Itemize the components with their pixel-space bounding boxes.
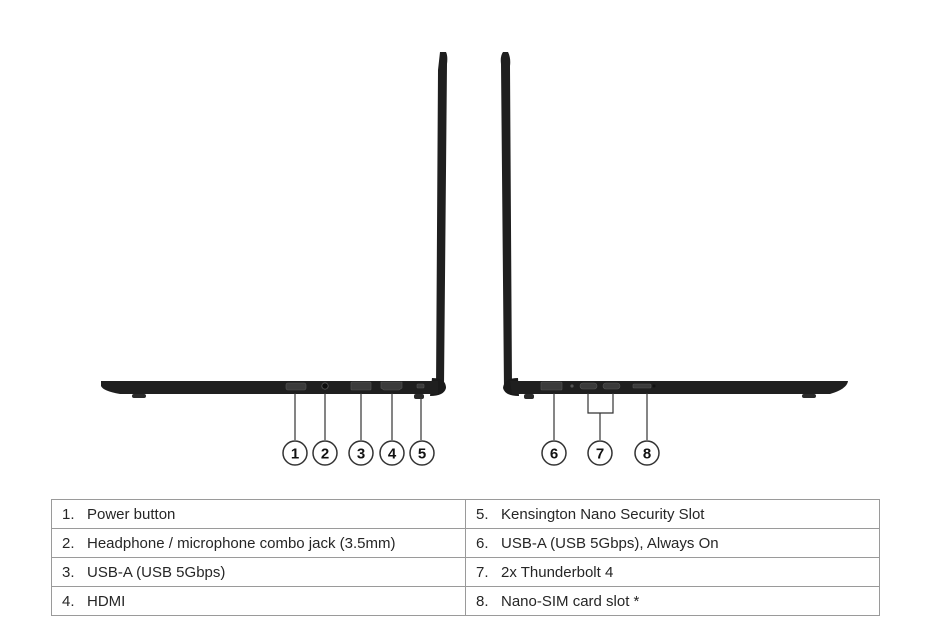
left-laptop-foot-front	[132, 394, 146, 398]
callout-badge-6: 6	[541, 440, 567, 466]
callout-badge-2: 2	[312, 440, 338, 466]
table-cell: 1. Power button	[51, 499, 466, 529]
table-cell: 7. 2x Thunderbolt 4	[465, 557, 880, 587]
right-laptop-foot-front	[802, 394, 816, 398]
left-laptop-lid	[436, 52, 448, 390]
thunderbolt-port-1	[579, 382, 598, 390]
item-number: 5.	[476, 505, 489, 523]
item-number: 7.	[476, 563, 489, 581]
nano-sim-slot	[632, 383, 652, 389]
ports-legend-table: 1. Power button 5. Kensington Nano Securit…	[51, 499, 880, 616]
item-label: USB-A (USB 5Gbps), Always On	[501, 534, 719, 552]
svg-text:7: 7	[596, 446, 604, 463]
power-button-port	[285, 382, 307, 391]
callout-badge-7: 7	[587, 440, 613, 466]
callout-badge-5: 5	[409, 440, 435, 466]
table-row: 3. USB-A (USB 5Gbps) 7. 2x Thunderbolt 4	[51, 557, 880, 587]
table-row: 1. Power button 5. Kensington Nano Securit…	[51, 499, 880, 529]
callout-badge-1: 1	[282, 440, 308, 466]
item-label: HDMI	[87, 592, 126, 610]
callout-badge-8: 8	[634, 440, 660, 466]
left-laptop-foot-rear	[414, 394, 424, 399]
led-indicator	[570, 384, 574, 388]
svg-text:2: 2	[321, 446, 329, 463]
table-row: 4. HDMI 8. Nano-SIM card slot *	[51, 586, 880, 616]
callout-badge-4: 4	[379, 440, 405, 466]
usb-a-port-left	[350, 381, 372, 391]
kensington-slot	[416, 383, 425, 389]
item-label: Headphone / microphone combo jack (3.5mm…	[87, 534, 396, 552]
item-number: 6.	[476, 534, 489, 552]
item-label: Power button	[87, 505, 176, 523]
svg-text:3: 3	[357, 446, 365, 463]
laptop-ports-diagram: 1 2 3 4 5 6 7 8	[101, 52, 848, 466]
item-number: 1.	[62, 505, 75, 523]
thunderbolt-port-2	[602, 382, 621, 390]
table-cell: 4. HDMI	[51, 586, 466, 616]
item-number: 2.	[62, 534, 75, 552]
item-label: Nano-SIM card slot *	[501, 592, 640, 610]
table-cell: 3. USB-A (USB 5Gbps)	[51, 557, 466, 587]
right-laptop-foot-rear	[524, 394, 534, 399]
svg-text:6: 6	[550, 446, 558, 463]
item-number: 8.	[476, 592, 489, 610]
item-number: 3.	[62, 563, 75, 581]
audio-jack-port	[321, 382, 329, 390]
item-label: 2x Thunderbolt 4	[501, 563, 614, 581]
table-cell: 8. Nano-SIM card slot *	[465, 586, 880, 616]
svg-text:4: 4	[388, 446, 397, 463]
callout-line-7	[587, 393, 614, 414]
usb-a-port-right	[540, 381, 563, 391]
item-label: USB-A (USB 5Gbps)	[87, 563, 226, 581]
svg-text:1: 1	[291, 446, 299, 463]
table-cell: 5. Kensington Nano Security Slot	[465, 499, 880, 529]
laptop-left-side-view	[101, 52, 448, 399]
item-number: 4.	[62, 592, 75, 610]
svg-text:5: 5	[418, 446, 426, 463]
hdmi-port	[380, 381, 403, 391]
item-label: Kensington Nano Security Slot	[501, 505, 705, 523]
table-cell: 2. Headphone / microphone combo jack (3.5…	[51, 528, 466, 558]
right-laptop-lid	[500, 52, 512, 390]
callout-lines	[294, 393, 648, 440]
table-row: 2. Headphone / microphone combo jack (3.5…	[51, 528, 880, 558]
sim-eject-hole	[652, 384, 656, 388]
laptop-right-side-view	[500, 52, 848, 399]
table-cell: 6. USB-A (USB 5Gbps), Always On	[465, 528, 880, 558]
callout-badge-3: 3	[348, 440, 374, 466]
svg-text:8: 8	[643, 446, 651, 463]
